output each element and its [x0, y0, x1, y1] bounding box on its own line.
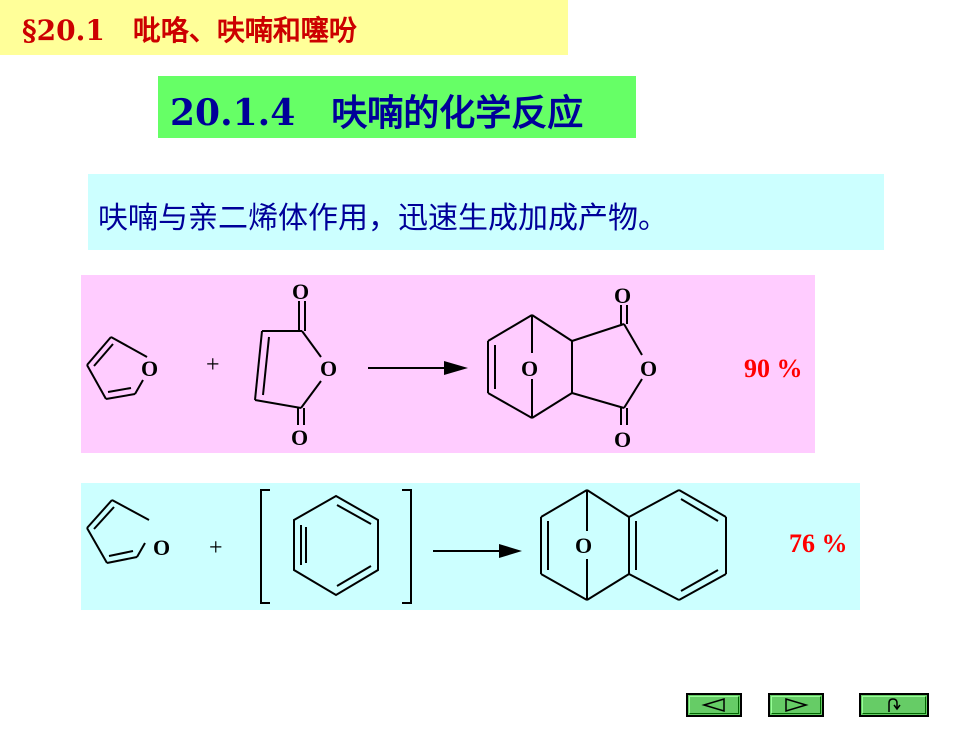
subtitle-banner: 20.1.4 呋喃的化学反应 [158, 76, 636, 138]
arrow-head-2 [499, 544, 522, 558]
return-arrow-icon [888, 698, 901, 712]
previous-button-face[interactable] [689, 696, 739, 714]
description-box: 呋喃与亲二烯体作用，迅速生成加成产物。 [88, 174, 884, 250]
oxanorbornene-product [487, 305, 643, 425]
benzyne-bracket [260, 489, 412, 604]
product-carbonyl-oxygen-bottom: O [614, 427, 631, 452]
reaction-1-scheme: O + O O O [86, 279, 803, 452]
return-button[interactable] [859, 693, 929, 717]
reaction-2-scheme: O + [86, 489, 848, 604]
reaction-benzyne: O + [81, 483, 860, 610]
anhydride-ring-oxygen: O [320, 356, 337, 381]
description-text: 呋喃与亲二烯体作用，迅速生成加成产物。 [98, 201, 668, 236]
furan-oxygen-1: O [141, 356, 158, 381]
product-carbonyl-oxygen-top: O [614, 283, 631, 308]
return-button-face[interactable] [862, 696, 926, 714]
next-button-face[interactable] [771, 696, 821, 714]
triangle-right-icon [785, 698, 809, 712]
maleic-anhydride-structure [254, 301, 322, 425]
epoxynaphthalene-product [540, 489, 727, 601]
yield-label-2: 76 % [789, 529, 848, 558]
plus-sign-1: + [206, 352, 220, 378]
reaction-maleic-anhydride: O + O O O [81, 275, 815, 453]
furan-oxygen-2: O [153, 535, 170, 560]
subtitle-text: 20.1.4 呋喃的化学反应 [170, 92, 584, 134]
plus-sign-2: + [209, 535, 223, 561]
bridge-oxygen-2: O [575, 533, 592, 558]
next-slide-button[interactable] [768, 693, 824, 717]
benzyne-structure [293, 494, 379, 597]
yield-label-1: 90 % [744, 354, 803, 383]
section-header: §20.1 吡咯、呋喃和噻吩 [0, 0, 568, 55]
triangle-left-icon [701, 698, 725, 712]
anhydride-carbonyl-oxygen-bottom: O [291, 425, 308, 450]
product-ring-oxygen: O [640, 356, 657, 381]
bridge-oxygen-1: O [521, 356, 538, 381]
furan-structure-2 [86, 499, 150, 564]
anhydride-carbonyl-oxygen-top: O [292, 279, 309, 304]
furan-structure-1 [86, 336, 148, 400]
arrow-head-1 [444, 361, 468, 375]
section-title: §20.1 吡咯、呋喃和噻吩 [22, 14, 357, 47]
previous-slide-button[interactable] [686, 693, 742, 717]
